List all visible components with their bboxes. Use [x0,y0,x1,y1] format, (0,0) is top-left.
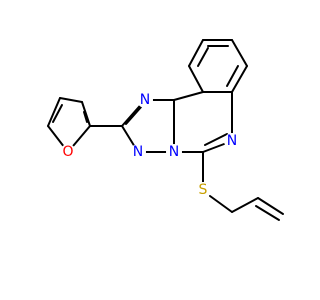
bond-9 [173,91,204,101]
bond-31 [257,197,284,215]
bond-24 [59,97,83,103]
bond-29 [209,195,233,213]
bond-30 [231,197,259,213]
bond-layer [47,39,284,221]
atom-n-imidazole-top: N [137,92,153,108]
bond-2 [231,65,248,93]
atom-label-o: O [62,144,73,160]
bond-14 [204,133,228,146]
bond-23 [47,97,61,127]
bond-19 [125,105,143,125]
atom-label-n4: N [227,133,237,149]
bond-27 [83,111,88,123]
molecule-structure: N N N N O S [47,39,284,221]
bond-1 [231,39,248,67]
atom-o-furan: O [60,144,76,160]
atom-label-n1: N [140,92,150,108]
bond-4 [188,65,204,93]
atom-n-triazole-left: N [130,144,146,160]
bond-32 [255,205,280,221]
atom-n-bridgehead: N [166,144,182,160]
bond-26 [52,104,63,123]
atom-label-s: S [199,182,208,198]
atom-s-thioether: S [195,182,211,198]
bond-25 [81,101,91,127]
bond-7 [226,65,239,87]
atom-n-quinazoline: N [224,133,240,149]
bond-8 [197,47,209,67]
atom-label-n3: N [133,144,143,160]
bond-5 [188,39,204,67]
atom-label-n2: N [169,144,179,160]
